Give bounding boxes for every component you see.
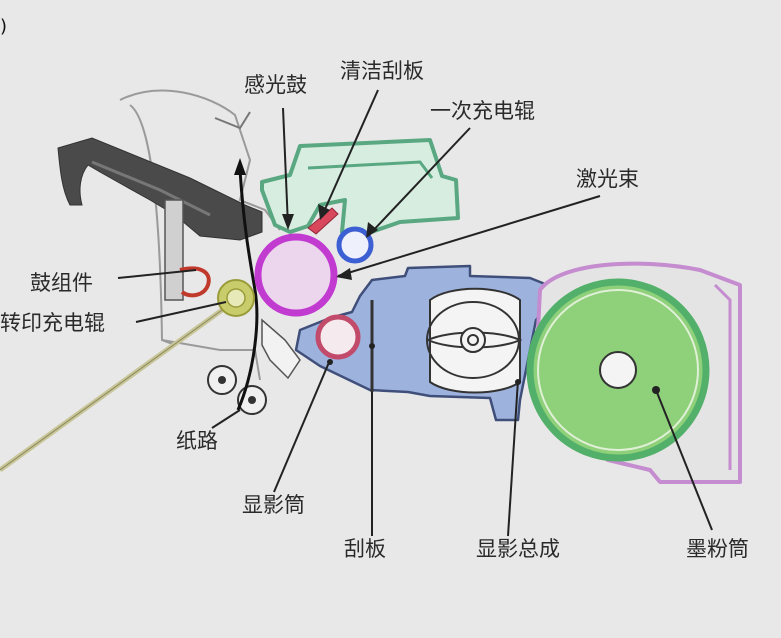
label-toner-cartridge: 墨粉筒 [686,537,749,561]
toner-drum-hub [599,351,637,389]
photosensitive-drum [254,233,338,317]
paper-path-arrow [234,158,246,175]
leader-arrows [282,204,378,280]
label-primary-charge-roller: 一次充电辊 [430,99,535,123]
agitator-shaft [467,334,479,346]
label-laser-beam: 激光束 [576,167,639,191]
transfer-roller-core [226,288,246,308]
label-cleaning-blade: 清洁刮板 [340,59,424,83]
vent-tab [214,111,251,130]
label-drum-assembly: 鼓组件 [30,271,93,295]
paper-roller-upper-hub [218,376,226,384]
cartridge-outline [119,89,281,231]
primary-charge-roller [336,226,374,264]
label-drum: 感光鼓 [244,73,307,97]
corner-mark: ) [0,16,7,37]
label-transfer-charge-roller: 转印充电辊 [0,311,105,335]
paper-guide [261,318,301,380]
label-developer-cylinder: 显影筒 [242,493,305,517]
drum-assembly-clip [179,266,211,298]
drum-assembly-frame [57,137,263,301]
agitator-blade [427,331,523,349]
label-doctor-blade: 刮板 [344,537,386,561]
leader-dots [327,343,660,394]
label-paper-path: 纸路 [176,429,218,453]
toner-housing-inner [713,283,732,470]
developer-cylinder [315,314,361,360]
label-developer-assembly: 显影总成 [476,537,560,561]
paper-path-line [236,169,259,411]
paper-roller-lower-hub [248,396,256,404]
cartridge-outline-bottom [161,339,261,381]
toner-drum-inner-ring [537,289,699,451]
paper-sheet-edge [0,299,237,471]
leader-lines [117,89,713,537]
